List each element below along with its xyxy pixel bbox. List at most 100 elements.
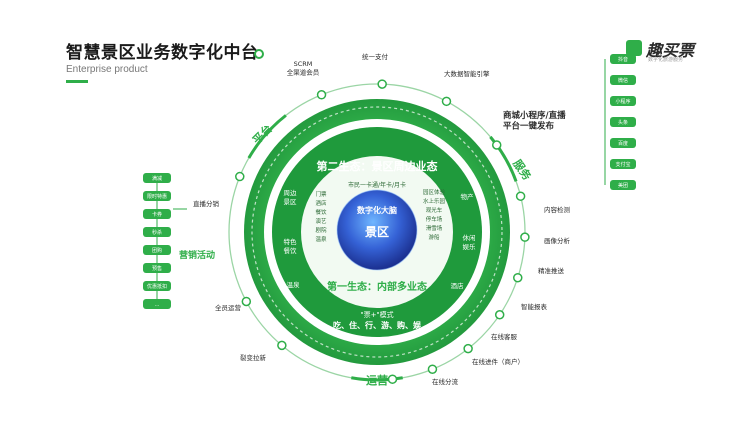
channel-tag-bg xyxy=(610,159,636,169)
inner-left-list-item: 剧院 xyxy=(315,226,327,234)
orbit-node-dot xyxy=(427,364,438,374)
inner-left-list-item: 门票 xyxy=(315,190,327,198)
channel-tag-bg xyxy=(610,75,636,85)
arc-label-platform: 平台 xyxy=(249,121,274,146)
ring-bottom-title: 第一生态：内部多业态 xyxy=(327,280,427,293)
orbit-node-dot xyxy=(316,90,327,100)
orbit-node-dot xyxy=(387,374,398,384)
orbit-node-dot xyxy=(513,272,523,283)
logo-tagline: 数字化旅游服务 xyxy=(648,57,684,63)
arc-label-marketing: 营销活动 xyxy=(179,249,215,261)
orbit-node-dot xyxy=(377,79,387,89)
orbit-node-dot xyxy=(441,96,452,107)
channel-tag-bg xyxy=(610,117,636,127)
marketing-tag-bg xyxy=(143,281,171,291)
orbit-node-dot xyxy=(241,296,252,307)
inner-left-list-item: 温泉 xyxy=(315,235,327,243)
core-label-brain: 数字化大脑 xyxy=(357,205,397,215)
orbit-node-label: 平台一键发布 xyxy=(503,121,555,132)
inner-left-list-item: 演艺 xyxy=(315,217,327,225)
marketing-tag-label: 限时特惠 xyxy=(147,193,167,200)
orbit-node-label: SCRM xyxy=(294,60,313,68)
orbit-node-label: 在线进件（商户） xyxy=(472,357,524,366)
channel-tag-label: 百度 xyxy=(618,140,628,147)
marketing-tag-label: 卡券 xyxy=(152,211,162,218)
inner-right-list-item: 水上乐园 xyxy=(423,197,446,205)
platform-arc xyxy=(247,114,287,159)
orbit-node-label: 内容检测 xyxy=(544,205,571,214)
inner-left-item-1: 周边 xyxy=(284,189,298,197)
marketing-tag-label: 秒杀 xyxy=(152,229,162,236)
channel-tag-label: 微信 xyxy=(618,77,628,84)
orbit-node-dot xyxy=(491,140,502,150)
core-brain xyxy=(337,190,417,270)
orbit-node-label: 智能报表 xyxy=(521,302,548,311)
inner-right-list-item: 停车场 xyxy=(426,215,443,223)
orbit-node-label: 大数据智能引擎 xyxy=(444,69,490,78)
inner-left-list-item: 餐饮 xyxy=(315,208,327,216)
page-subtitle: Enterprise product xyxy=(66,64,148,75)
ring-top-subtitle: 市民一卡通/年卡/月卡 xyxy=(348,181,406,189)
orbit-node-dot xyxy=(277,340,287,351)
inner-right-list-item: 滑雪场 xyxy=(426,224,443,232)
inner-left-list-item: 酒店 xyxy=(315,199,327,207)
orbit-node-label: 裂变拉新 xyxy=(240,353,267,362)
marketing-tag-bg xyxy=(143,263,171,273)
marketing-tag-bg xyxy=(143,245,171,255)
title-underline xyxy=(66,80,88,83)
marketing-tag-bg xyxy=(143,227,171,237)
inner-right-item-1: 物产 xyxy=(461,192,475,201)
orbit-node-dot xyxy=(235,171,245,182)
channel-tag-label: 小程序 xyxy=(615,98,630,105)
arc-label-operation: 运营 xyxy=(366,373,388,387)
orbit-node-dot xyxy=(494,310,505,320)
core-brain-glow xyxy=(336,189,418,271)
logo-chat-icon xyxy=(626,40,642,56)
inner-left-item-3: 温泉 xyxy=(287,280,301,289)
inner-right-item-2: 休闲 xyxy=(463,233,476,242)
channel-tag-label: 支付宝 xyxy=(615,161,630,168)
channel-tag-label: 头条 xyxy=(618,119,628,126)
channel-tag-bg xyxy=(610,138,636,148)
channel-tag-label: 美团 xyxy=(618,182,628,189)
marketing-tag-label: … xyxy=(155,302,160,308)
orbit-node-label: 统一支付 xyxy=(362,52,389,61)
inner-left-item-2b: 餐饮 xyxy=(284,246,298,255)
marketing-tag-label: 预售 xyxy=(152,265,162,272)
orbit-node-label: 直播分销 xyxy=(193,199,220,208)
channel-tag-label: 抖音 xyxy=(618,56,628,63)
marketing-tag-bg xyxy=(143,209,171,219)
ring-bottom-sub1: "票+"模式 xyxy=(360,310,393,319)
inner-right-item-2b: 娱乐 xyxy=(463,242,477,251)
inner-right-list-item: 园区体验 xyxy=(423,188,446,196)
orbit-node-label: 画像分析 xyxy=(544,236,571,245)
operation-arc xyxy=(351,376,403,382)
inner-left-item-1b: 景区 xyxy=(284,198,298,206)
inner-left-item-2: 特色 xyxy=(284,237,298,246)
brand-logo: 趣买票 数字化旅游服务 xyxy=(626,38,716,63)
service-arc xyxy=(489,135,518,182)
orbit-node-dot xyxy=(520,232,530,242)
orbit-node-label: 全渠道会员 xyxy=(287,68,320,77)
channel-tag-bg xyxy=(610,54,636,64)
marketing-tag-label: 团购 xyxy=(152,247,162,254)
orbit-node-label: 精准推送 xyxy=(538,266,565,275)
orbit-node-label: 全员运营 xyxy=(215,303,242,312)
title-dot-icon xyxy=(254,49,264,59)
marketing-tag-label: 满减 xyxy=(152,175,162,182)
logo-name: 趣买票 xyxy=(646,41,695,60)
inner-right-list-item: 游船 xyxy=(428,233,440,241)
marketing-tag-bg xyxy=(143,191,171,201)
orbit-node-dot xyxy=(515,191,526,201)
orbit-node-label: 在线分流 xyxy=(432,377,459,386)
orbit-node-label: 商城小程序/直播 xyxy=(503,110,566,121)
marketing-tag-bg xyxy=(143,299,171,309)
ring-top-title: 第二生态：景区周边业态 xyxy=(317,159,438,173)
channel-tag-bg xyxy=(610,96,636,106)
inner-right-list-item: 观光车 xyxy=(426,206,443,214)
page-title: 智慧景区业务数字化中台 xyxy=(66,43,259,63)
orbit-node-dot xyxy=(463,343,473,354)
marketing-tag-label: 优惠抵扣 xyxy=(147,283,167,290)
